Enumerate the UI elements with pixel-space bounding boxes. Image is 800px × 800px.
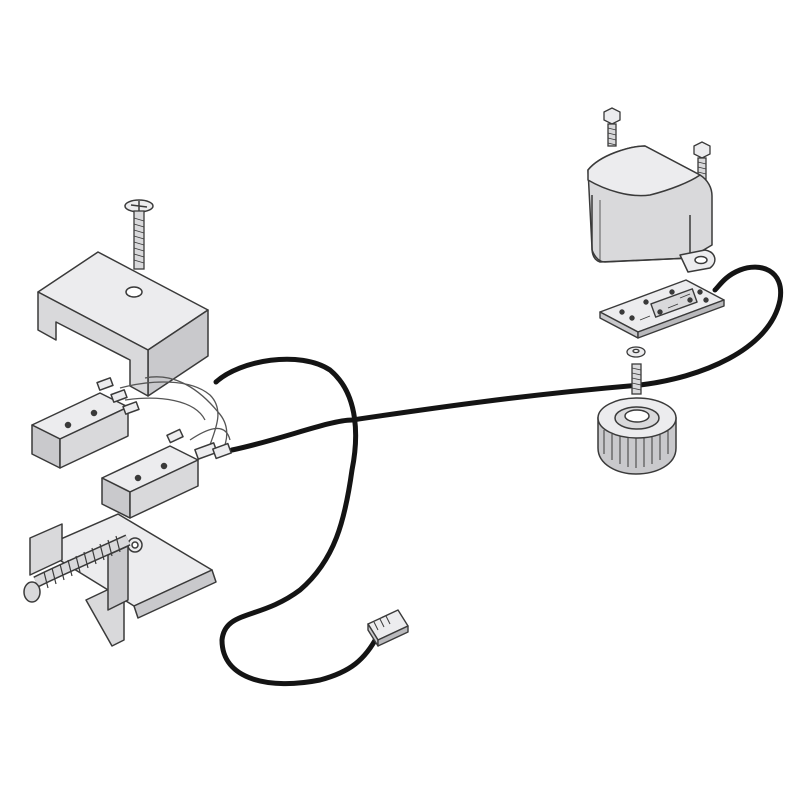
bracket-cover-icon — [37, 251, 209, 397]
hex-bolt-icon — [603, 107, 621, 147]
housing-cover-icon — [587, 145, 716, 273]
spring-bracket-icon — [23, 513, 217, 647]
plug-connector-icon — [367, 609, 409, 647]
micro-switch-icon — [101, 428, 232, 519]
knurled-knob-icon — [597, 397, 677, 475]
switch-wires — [119, 376, 231, 453]
spring-icon — [23, 534, 131, 603]
circuit-board-icon — [599, 279, 725, 339]
micro-switch-icon — [31, 377, 140, 469]
cable-harness — [213, 264, 784, 687]
cable-main — [229, 382, 643, 453]
stud-icon — [631, 363, 642, 395]
washer-icon — [626, 346, 646, 358]
hex-bolt-icon — [693, 141, 711, 181]
cable-right — [637, 264, 784, 388]
phillips-screw-icon — [124, 199, 154, 270]
cable-loop — [213, 356, 381, 687]
